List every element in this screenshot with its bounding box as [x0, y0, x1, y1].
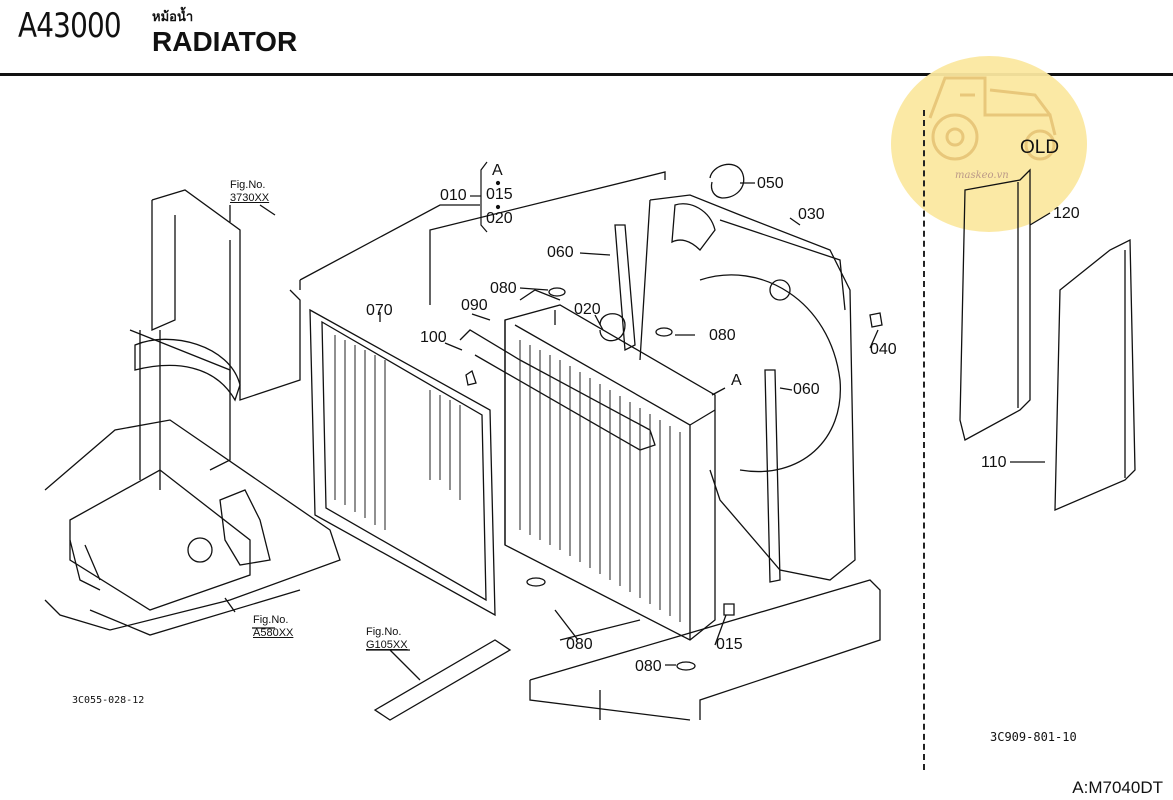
fig-ref-label: Fig.No.	[253, 614, 289, 626]
header-rule	[0, 73, 1173, 76]
panel-110	[1054, 238, 1136, 511]
fig-ref-number: G105XX	[366, 639, 408, 651]
condenser-outline	[309, 308, 496, 617]
fig-ref-number: 3730XX	[230, 192, 270, 204]
part-060-bottom[interactable]: 060	[793, 381, 820, 398]
group-ref-main: 010	[440, 187, 467, 204]
fig-ref-number: A580XX	[253, 627, 294, 639]
watermark-text: maskeo.vn	[955, 170, 1009, 181]
fig-ref-g105xx[interactable]: Fig.No. G105XX	[366, 626, 408, 652]
part-110[interactable]: 110	[981, 454, 1007, 471]
base-plate	[44, 419, 341, 631]
part-a[interactable]: A	[731, 372, 742, 389]
fig-ref-label: Fig.No.	[366, 626, 402, 638]
fan-shroud	[649, 194, 856, 581]
header-code: A43000	[18, 6, 122, 46]
group-ref-sub-a: A	[492, 162, 503, 179]
fig-ref-a580xx[interactable]: Fig.No. A580XX	[253, 614, 293, 640]
group-ref-sub-015: 015	[486, 186, 513, 203]
group-ref-sub-020: 020	[486, 210, 513, 227]
part-080-b[interactable]: 080	[709, 327, 736, 344]
part-030[interactable]: 030	[798, 206, 825, 223]
part-080-c[interactable]: 080	[566, 636, 593, 653]
part-050[interactable]: 050	[757, 175, 784, 192]
part-070[interactable]: 070	[366, 302, 393, 319]
dashed-separator	[923, 110, 925, 770]
part-080-a[interactable]: 080	[490, 280, 517, 297]
old-label: OLD	[1020, 137, 1060, 158]
header-thai-title: หม้อน้ำ	[152, 10, 194, 25]
part-040[interactable]: 040	[870, 341, 897, 358]
part-120[interactable]: 120	[1053, 205, 1080, 222]
part-090[interactable]: 090	[461, 297, 488, 314]
diagram-code-left: 3C055-028-12	[72, 695, 145, 706]
panel-120	[959, 168, 1031, 441]
frame-bracket	[151, 189, 301, 401]
header-title: RADIATOR	[152, 26, 298, 57]
part-080-d[interactable]: 080	[635, 658, 662, 675]
part-060-top[interactable]: 060	[547, 244, 574, 261]
part-020[interactable]: 020	[574, 301, 601, 318]
fig-ref-3730xx[interactable]: Fig.No. 3730XX	[230, 179, 269, 205]
part-100[interactable]: 100	[420, 329, 447, 346]
model-code: A:M7040DT	[1072, 778, 1163, 797]
diagram-code-right: 3C909-801-10	[990, 730, 1077, 744]
part-015[interactable]: 015	[716, 636, 743, 653]
fig-ref-label: Fig.No.	[230, 179, 266, 191]
